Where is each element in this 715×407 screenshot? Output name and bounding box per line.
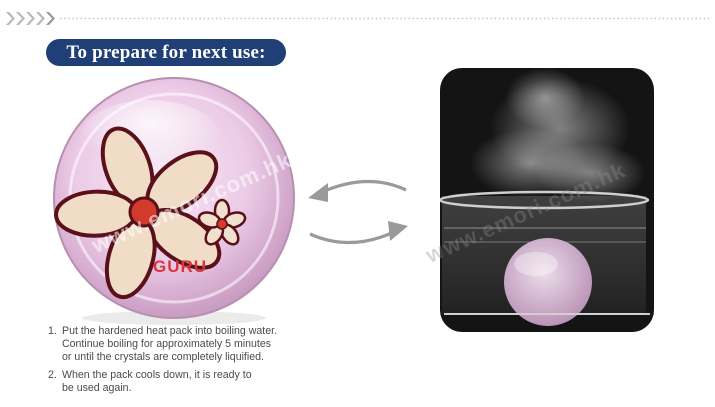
step-text: Continue boiling for approximately 5 min… xyxy=(62,338,272,350)
step-text: be used again. xyxy=(62,382,132,394)
instruction-list: 1. Put the hardened heat pack into boili… xyxy=(48,325,277,400)
step-number: 2. xyxy=(48,369,57,381)
step-text: Put the hardened heat pack into boiling … xyxy=(62,325,277,337)
pack-brand-label: GURU xyxy=(153,257,207,276)
instruction-step: 1. Put the hardened heat pack into boili… xyxy=(48,325,277,364)
submerged-pack xyxy=(504,238,592,326)
header-rule xyxy=(6,12,712,25)
swap-arrows-icon xyxy=(308,179,408,245)
step-text: When the pack cools down, it is ready to xyxy=(62,369,252,381)
step-text: or until the crystals are completely liq… xyxy=(62,351,264,363)
heat-pack-image: GURU xyxy=(53,77,295,325)
boiling-water-photo xyxy=(440,68,654,332)
step-number: 1. xyxy=(48,325,57,337)
chevron-right-icon xyxy=(6,12,55,25)
small-flower-graphic xyxy=(197,198,247,246)
section-title: To prepare for next use: xyxy=(46,39,286,66)
instruction-step: 2. When the pack cools down, it is ready… xyxy=(48,369,277,395)
flower-graphic xyxy=(54,126,222,300)
